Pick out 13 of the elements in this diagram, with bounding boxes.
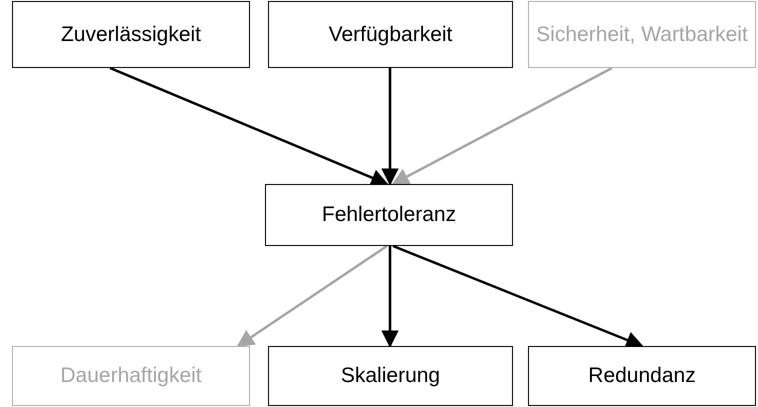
process-box: Redundanz (528, 346, 756, 406)
process-box: Dauerhaftigkeit (12, 346, 250, 406)
arrow (391, 66, 613, 186)
arrow (392, 244, 644, 348)
process-box: Skalierung (268, 346, 513, 406)
arrow (381, 68, 399, 186)
arrow (236, 244, 388, 348)
process-box: Zuverlässigkeit (12, 1, 250, 68)
process-box: Fehlertoleranz (265, 184, 513, 246)
arrow (381, 246, 399, 348)
process-box: Sicherheit, Wartbarkeit (528, 1, 756, 68)
process-box: Verfügbarkeit (268, 1, 513, 68)
arrow (110, 66, 389, 186)
